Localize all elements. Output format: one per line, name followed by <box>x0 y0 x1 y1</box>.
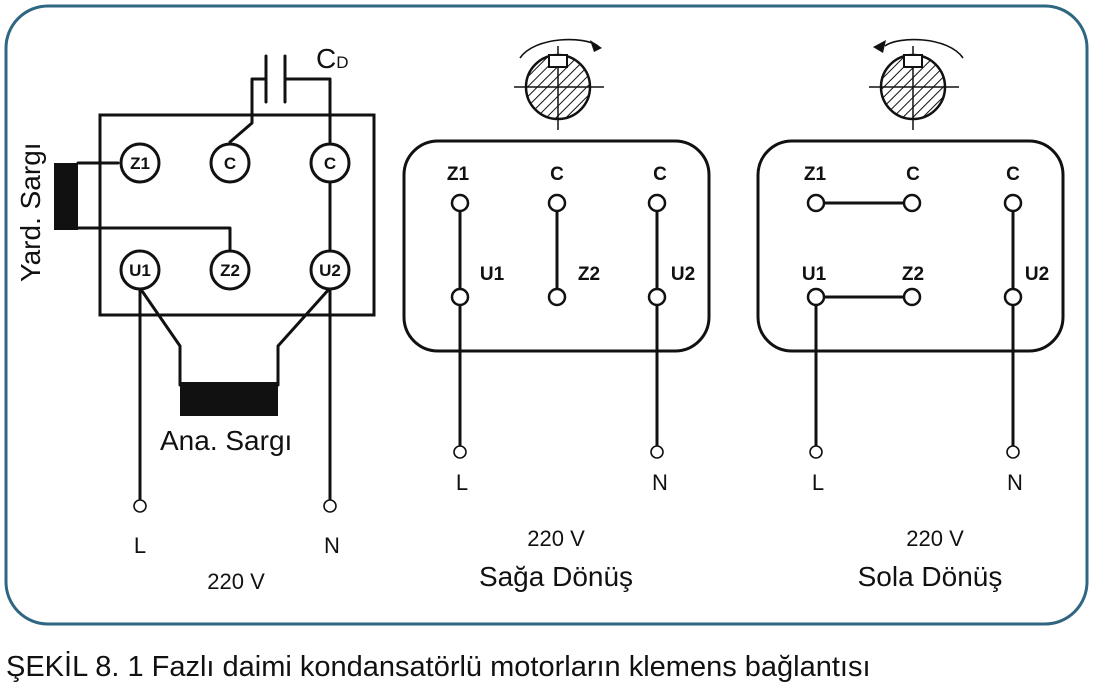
terminal-box <box>98 113 376 317</box>
svg-text:U1: U1 <box>129 261 151 280</box>
aux-winding-label: Yard. Sargı <box>15 142 46 282</box>
terminal-u2: U2 <box>309 249 351 291</box>
label-c2: C <box>1006 164 1020 185</box>
neutral-lead-terminal <box>323 499 337 513</box>
figure-caption: ŞEKİL 8. 1 Fazlı daimi kondansatörlü mot… <box>6 650 871 683</box>
label-u2: U2 <box>1025 264 1049 285</box>
svg-text:U2: U2 <box>319 261 341 280</box>
pin-z1 <box>806 193 826 213</box>
svg-text:C: C <box>224 154 236 173</box>
terminal-z2: Z2 <box>209 249 251 291</box>
pin-z2 <box>902 287 922 307</box>
main-wire-left <box>138 286 182 387</box>
label-c1: C <box>906 164 920 185</box>
middle-title: Sağa Dönüş <box>479 561 633 592</box>
svg-text:Z1: Z1 <box>130 154 150 173</box>
pin-u2 <box>647 287 667 307</box>
terminal-z1: Z1 <box>119 142 161 184</box>
terminal-c2: C <box>309 142 351 184</box>
terminal-u1: U1 <box>119 249 161 291</box>
svg-text:Z2: Z2 <box>220 261 240 280</box>
label-u1: U1 <box>480 264 505 285</box>
neutral-label: N <box>652 470 668 495</box>
label-c2: C <box>653 164 667 185</box>
capacitor-label: CD <box>316 43 349 74</box>
label-z1: Z1 <box>447 164 470 185</box>
aux-wire-bottom <box>76 226 232 255</box>
label-z1: Z1 <box>804 164 827 185</box>
pin-u2 <box>1003 287 1023 307</box>
label-z2: Z2 <box>578 264 600 285</box>
pin-c2 <box>647 193 667 213</box>
pin-u1 <box>806 287 826 307</box>
svg-text:C: C <box>324 154 336 173</box>
label-c1: C <box>550 164 564 185</box>
pin-z1 <box>450 193 470 213</box>
line-label: L <box>456 470 468 495</box>
terminal-box <box>402 139 711 353</box>
main-wire-right <box>276 286 332 387</box>
pin-c2 <box>1003 193 1023 213</box>
left-diagram: CD Yard. Sargı Ana. Sargı L N 220 V Z1 C <box>15 43 376 594</box>
main-winding <box>180 382 278 416</box>
right-title: Sola Dönüş <box>858 561 1003 592</box>
line-label: L <box>812 470 824 495</box>
left-voltage: 220 V <box>207 569 265 594</box>
neutral-label: N <box>324 533 340 558</box>
right-voltage: 220 V <box>906 526 964 551</box>
clockwise-rotation-icon <box>514 38 604 130</box>
main-winding-label: Ana. Sargı <box>160 425 292 456</box>
label-u1: U1 <box>802 264 827 285</box>
pin-c1 <box>902 193 922 213</box>
pin-c1 <box>547 193 567 213</box>
neutral-lead-terminal <box>1006 445 1020 459</box>
middle-diagram: Z1 C C U1 Z2 U2 L N 220 V Sağa Dönüş <box>402 38 711 592</box>
line-lead-terminal <box>453 445 467 459</box>
label-u2: U2 <box>671 264 695 285</box>
terminal-box <box>756 139 1065 353</box>
counterclockwise-rotation-icon <box>869 38 964 130</box>
middle-voltage: 220 V <box>527 526 585 551</box>
line-lead-terminal <box>809 445 823 459</box>
capacitor-symbol <box>228 54 332 147</box>
terminal-c1: C <box>209 142 251 184</box>
line-lead-terminal <box>133 499 147 513</box>
figure-frame <box>4 4 1089 626</box>
neutral-lead-terminal <box>650 445 664 459</box>
label-z2: Z2 <box>902 264 924 285</box>
pin-z2 <box>547 287 567 307</box>
pin-u1 <box>450 287 470 307</box>
neutral-label: N <box>1007 470 1023 495</box>
right-diagram: Z1 C C U1 Z2 U2 L N 220 V Sola Dönüş <box>756 38 1065 592</box>
aux-winding <box>54 163 78 230</box>
line-label: L <box>134 533 146 558</box>
